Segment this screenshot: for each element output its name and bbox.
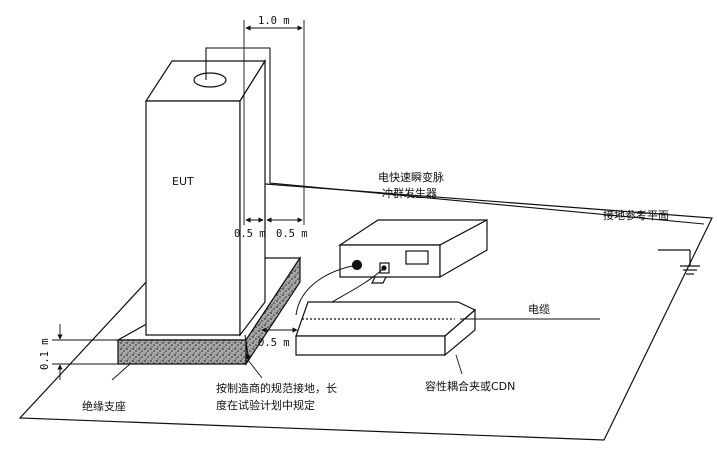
eut-label: EUT — [172, 175, 194, 188]
eut-tower — [144, 58, 267, 337]
dim-gap-right: 0.5 m — [276, 228, 308, 240]
grounding-note-line1: 按制造商的规范接地，长 — [216, 381, 337, 395]
dim-top-spacing: 1.0 m — [258, 15, 290, 27]
coupling-clamp — [295, 301, 477, 357]
insulating-support-label: 绝缘支座 — [82, 399, 126, 413]
generator-label-line2: 冲群发生器 — [382, 186, 437, 200]
dim-height: 0.1 m — [39, 338, 51, 370]
ground-plane-label: 接地参考平面 — [603, 208, 669, 222]
grounding-note-line2: 度在试验计划中规定 — [216, 398, 315, 412]
cable-label: 电缆 — [528, 303, 550, 316]
dim-gap-left: 0.5 m — [234, 228, 266, 240]
eft-burst-generator — [337, 219, 488, 284]
eut-ground-lead — [205, 47, 705, 360]
ground-reference-plane — [18, 181, 713, 441]
generator-label-line1: 电快速瞬变脉 — [378, 170, 444, 184]
leader-lines — [111, 354, 463, 381]
clamp-label: 容性耦合夹或CDN — [425, 379, 515, 393]
dimension-lines — [52, 20, 305, 380]
dim-gap-bottom: 0.5 m — [258, 337, 290, 349]
ground-symbol-icon — [658, 249, 700, 275]
